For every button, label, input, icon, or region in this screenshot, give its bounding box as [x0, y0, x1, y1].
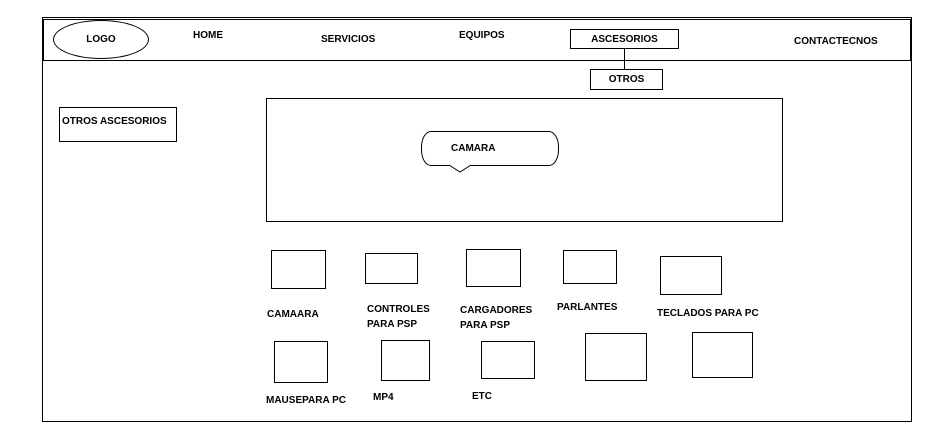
banner-caption-bubble: CAMARA — [421, 131, 559, 166]
nav-contacto[interactable]: CONTACTECNOS — [794, 36, 878, 47]
product-thumb-empty-1[interactable] — [585, 333, 647, 381]
product-thumb-teclados[interactable] — [660, 256, 722, 295]
product-thumb-controles[interactable] — [365, 253, 418, 284]
product-label-camara: CAMAARA — [267, 309, 319, 320]
product-thumb-etc[interactable] — [481, 341, 535, 379]
sidebar-otros-accesorios[interactable]: OTROS ASCESORIOS — [59, 107, 177, 142]
sidebar-title: OTROS ASCESORIOS — [62, 116, 167, 127]
product-thumb-parlantes[interactable] — [563, 250, 617, 284]
nav-servicios[interactable]: SERVICIOS — [321, 34, 376, 45]
logo[interactable]: LOGO — [53, 20, 149, 59]
nav-bar — [43, 19, 911, 61]
nav-equipos[interactable]: EQUIPOS — [459, 30, 505, 41]
product-thumb-mp4[interactable] — [381, 340, 430, 381]
bubble-tail — [448, 164, 472, 173]
product-label-parlantes: PARLANTES — [557, 302, 618, 313]
product-thumb-mouse[interactable] — [274, 341, 328, 383]
product-label-cargadores: CARGADORES PARA PSP — [460, 305, 533, 331]
product-label-mouse: MAUSEPARA PC — [266, 395, 347, 406]
page-frame — [42, 17, 912, 422]
banner — [266, 98, 783, 222]
logo-text: LOGO — [86, 34, 116, 45]
nav-accesorios[interactable]: ASCESORIOS — [570, 29, 679, 49]
product-thumb-empty-2[interactable] — [692, 332, 753, 378]
product-label-etc: ETC — [472, 391, 492, 402]
product-label-mp4: MP4 — [373, 392, 394, 403]
product-thumb-cargadores[interactable] — [466, 249, 521, 287]
nav-home[interactable]: HOME — [193, 30, 223, 41]
product-thumb-camara[interactable] — [271, 250, 326, 289]
product-label-controles: CONTROLES PARA PSP — [367, 304, 430, 330]
nav-accesorios-label: ASCESORIOS — [591, 33, 658, 45]
product-label-teclados: TECLADOS PARA PC — [657, 308, 759, 319]
submenu-connector — [624, 49, 625, 69]
submenu-otros-label: OTROS — [608, 74, 645, 85]
submenu-otros[interactable]: OTROS — [590, 69, 663, 90]
banner-caption: CAMARA — [451, 143, 496, 154]
